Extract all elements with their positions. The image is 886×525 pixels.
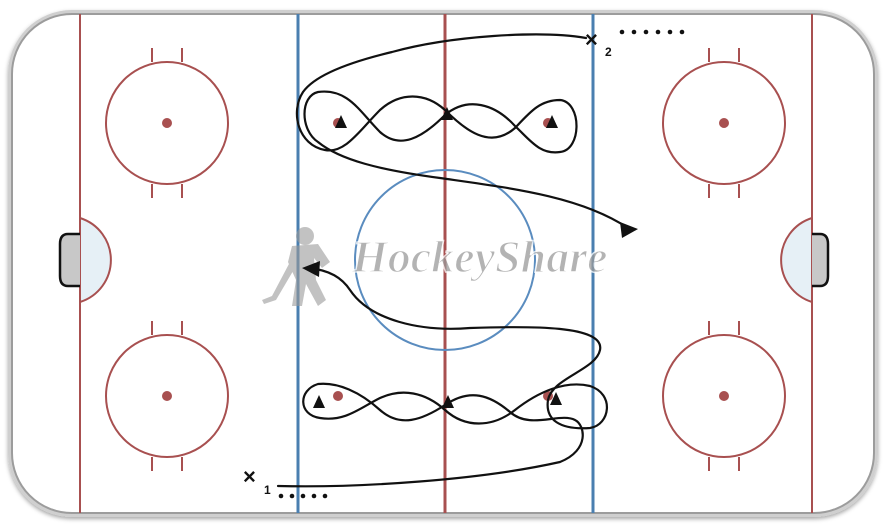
player-1-queue-dots [278, 493, 328, 499]
hockey-player-silhouette-icon [262, 227, 330, 306]
right-goal-crease [780, 216, 813, 304]
left-goal-net [58, 232, 80, 288]
faceoff-circle-top-left [105, 48, 229, 198]
faceoff-dot-bottom-right [719, 391, 729, 401]
faceoff-circle-bottom-right [662, 321, 786, 471]
right-goal-net [812, 232, 830, 288]
neutral-dot-bottom-left [333, 391, 343, 401]
watermark-brand: HockeyShare [351, 231, 608, 282]
triangle-pylon-icon [313, 395, 325, 408]
faceoff-dot-top-right [719, 118, 729, 128]
arrowhead-icon [620, 222, 638, 238]
triangle-pylon-icon [546, 115, 558, 128]
triangle-pylon-icon [442, 395, 454, 408]
left-goal-crease [79, 216, 112, 304]
player-2-number: 2 [605, 45, 612, 59]
arrowhead-icon [302, 261, 320, 277]
faceoff-dot-bottom-left [162, 391, 172, 401]
player-1-marker: × [243, 464, 256, 489]
skating-path-top [295, 33, 630, 230]
skating-path-bottom [276, 266, 608, 488]
faceoff-dot-top-left [162, 118, 172, 128]
center-faceoff-circle [354, 169, 536, 351]
faceoff-circle-top-right [662, 48, 786, 198]
triangle-pylon-icon [550, 392, 562, 405]
player-2-marker: × [585, 27, 598, 52]
triangle-pylon-icon [441, 107, 453, 120]
player-1-number: 1 [264, 483, 271, 497]
triangle-pylon-icon [335, 115, 347, 128]
faceoff-circle-bottom-left [105, 321, 229, 471]
player-2-queue-dots [619, 29, 685, 35]
